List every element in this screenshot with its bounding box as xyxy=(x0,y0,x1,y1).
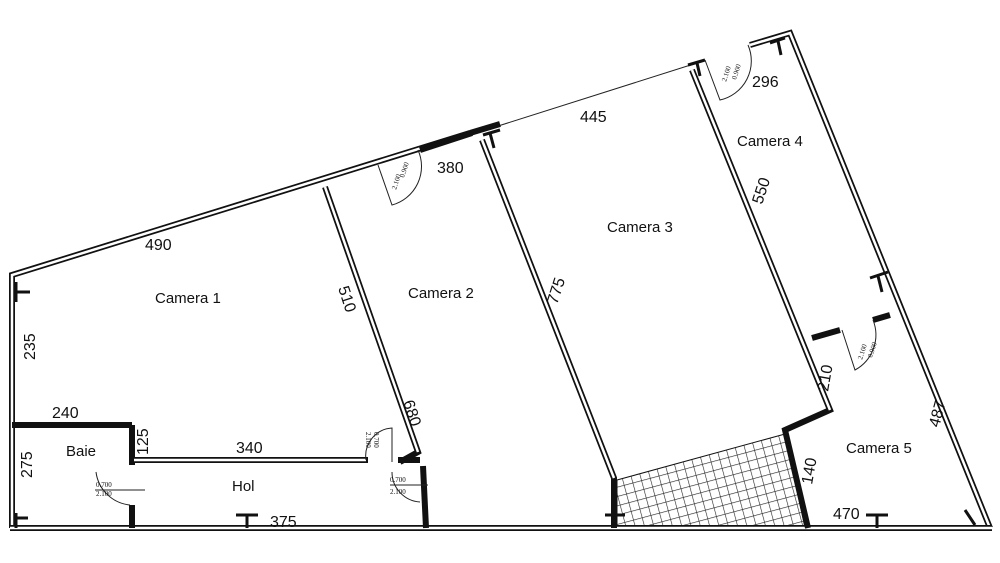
svg-text:680: 680 xyxy=(399,398,423,429)
door-camera1: 0.700 2.100 xyxy=(364,427,393,462)
svg-text:340: 340 xyxy=(236,440,263,457)
svg-text:2.100: 2.100 xyxy=(390,173,403,191)
svg-text:210: 210 xyxy=(815,363,836,392)
door-baie: 0.700 2.100 xyxy=(95,471,145,506)
room-label-camera5: Camera 5 xyxy=(846,440,912,457)
svg-text:510: 510 xyxy=(334,284,358,315)
svg-text:550: 550 xyxy=(750,175,774,206)
svg-text:470: 470 xyxy=(833,506,860,523)
door-hol: 0.700 2.100 xyxy=(390,471,428,503)
room-label-camera1: Camera 1 xyxy=(155,290,221,307)
svg-text:2.100: 2.100 xyxy=(364,432,372,448)
svg-text:240: 240 xyxy=(52,405,79,422)
door-camera5: 0.900 2.100 xyxy=(841,319,879,371)
svg-text:0.900: 0.900 xyxy=(866,341,879,359)
svg-text:2.100: 2.100 xyxy=(390,488,406,496)
svg-text:0.700: 0.700 xyxy=(96,481,112,489)
svg-text:490: 490 xyxy=(145,237,172,254)
svg-text:296: 296 xyxy=(752,74,779,91)
svg-text:125: 125 xyxy=(135,428,152,455)
room-label-hol: Hol xyxy=(232,478,255,495)
column-markers xyxy=(14,36,977,528)
svg-text:0.900: 0.900 xyxy=(730,63,743,81)
svg-text:2.100: 2.100 xyxy=(96,490,112,498)
outer-walls xyxy=(9,29,993,531)
room-label-baie: Baie xyxy=(66,443,96,460)
svg-text:235: 235 xyxy=(22,333,39,360)
svg-text:275: 275 xyxy=(19,451,36,478)
hatched-area xyxy=(616,433,806,529)
room-label-camera3: Camera 3 xyxy=(607,219,673,236)
svg-text:487: 487 xyxy=(926,399,949,429)
svg-text:380: 380 xyxy=(437,160,464,177)
svg-text:775: 775 xyxy=(545,275,569,306)
svg-text:445: 445 xyxy=(580,109,607,126)
svg-text:0.700: 0.700 xyxy=(390,476,406,484)
svg-text:0.700: 0.700 xyxy=(372,432,380,448)
room-label-camera2: Camera 2 xyxy=(408,285,474,302)
svg-text:375: 375 xyxy=(270,514,297,531)
svg-text:140: 140 xyxy=(799,456,820,485)
door-camera4: 0.900 2.100 xyxy=(704,44,752,101)
interior-walls xyxy=(12,68,891,529)
room-label-camera4: Camera 4 xyxy=(737,133,803,150)
